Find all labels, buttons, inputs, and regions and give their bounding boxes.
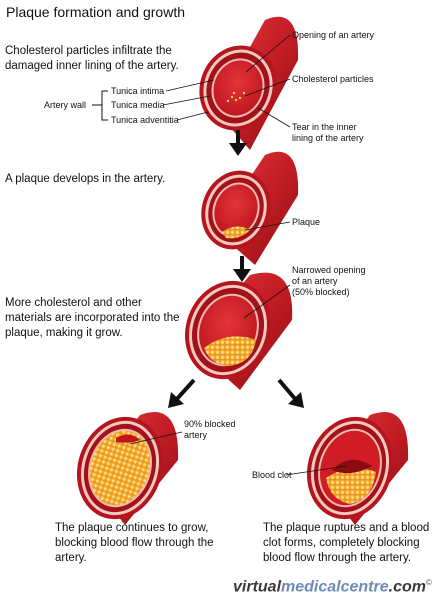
narrow-lumen xyxy=(116,434,140,443)
artery-2 xyxy=(201,151,299,265)
plaque-label: Plaque xyxy=(292,217,321,227)
artery-1 xyxy=(199,16,299,151)
blocked-90-label-line1: 90% blocked xyxy=(184,419,236,429)
logo-part-medicalcentre: medicalcentre xyxy=(281,578,389,596)
arrow-down-right xyxy=(277,378,304,408)
plaque-large xyxy=(326,468,376,504)
narrowed-label-line2: of an artery xyxy=(292,276,338,286)
arrow-down-1 xyxy=(229,130,247,156)
cholesterol-particles xyxy=(226,91,246,103)
step-2-text: A plaque develops in the artery. xyxy=(5,173,166,185)
tear-label-line1: Tear in the inner xyxy=(292,122,357,132)
leader-lines xyxy=(129,34,347,476)
opening-label: Opening of an artery xyxy=(292,30,375,40)
arrow-down-left xyxy=(168,378,196,408)
artery-wall-bracket xyxy=(92,90,108,121)
copyright-mark: © xyxy=(425,578,432,587)
tunica-media-label: Tunica media xyxy=(111,100,165,110)
artery-4 xyxy=(76,412,179,525)
step-5-text: The plaque ruptures and a blood clot for… xyxy=(263,522,430,564)
artery-3 xyxy=(184,272,293,390)
blood-clot-label: Blood clot xyxy=(252,470,292,480)
page-title: Plaque formation and growth xyxy=(6,4,185,20)
step-1-text: Cholesterol particles infiltrate the dam… xyxy=(5,45,179,72)
logo-part-virtual: virtual xyxy=(233,578,282,596)
blood-clot xyxy=(332,459,372,474)
tear-label-line2: lining of the artery xyxy=(292,133,364,143)
step-3-text: More cholesterol and other materials are… xyxy=(5,297,180,339)
narrowed-label-line3: (50% blocked) xyxy=(292,287,350,297)
blocked-90-label-line2: artery xyxy=(184,430,208,440)
tunica-adventitia-label: Tunica adventitia xyxy=(111,115,179,125)
brand-logo: virtualmedicalcentre.com© xyxy=(233,578,432,596)
cholesterol-label: Cholesterol particles xyxy=(292,74,374,84)
plaque-medium xyxy=(204,336,256,366)
artery-wall-label: Artery wall xyxy=(44,100,87,110)
artery-5 xyxy=(306,412,409,525)
narrowed-label-line1: Narrowed opening xyxy=(292,265,366,275)
tunica-intima-label: Tunica intima xyxy=(111,86,165,96)
logo-part-com: .com xyxy=(388,578,426,596)
step-4-text: The plaque continues to grow, blocking b… xyxy=(55,522,214,564)
plaque-small xyxy=(222,226,250,239)
arrow-down-2 xyxy=(233,256,251,282)
